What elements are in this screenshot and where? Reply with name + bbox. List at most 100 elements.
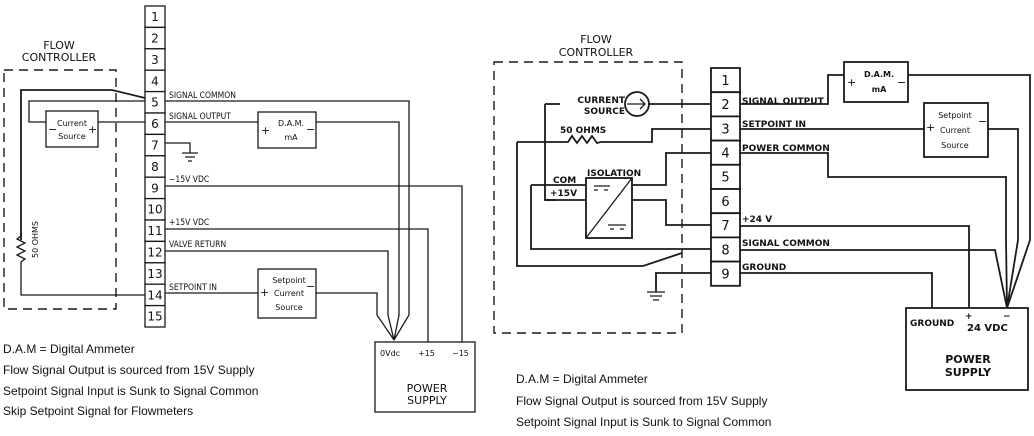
right-label-plus24: +24 V <box>742 215 772 225</box>
right-ps-line1: POWER <box>945 353 991 366</box>
left-dam-minus: − <box>306 123 315 136</box>
left-label-plus15: +15V VDC <box>169 218 209 228</box>
left-controller-boundary <box>3 69 117 310</box>
left-terminal-number: 2 <box>151 32 159 46</box>
wire-right-iso-to-4 <box>632 152 711 186</box>
right-label-ground: GROUND <box>742 263 786 273</box>
right-dam-meter <box>843 61 909 103</box>
left-ps-line2: SUPPLY <box>407 394 447 407</box>
left-dam-line2: mA <box>284 133 298 142</box>
left-ps-terminal-minus15: −15 <box>452 349 469 358</box>
wire-left-dam-to-0vdc <box>316 121 400 341</box>
right-label-signal-common: SIGNAL COMMON <box>742 239 830 249</box>
wire-right-iso-to-7 <box>632 199 711 226</box>
right-note-1: D.A.M = Digital Ammeter <box>516 372 648 386</box>
right-dam-minus: − <box>897 76 906 89</box>
right-ps-ground: GROUND <box>910 319 954 329</box>
left-setpoint-plus: + <box>260 286 269 299</box>
left-terminal-number: 1 <box>151 10 159 24</box>
left-power-supply <box>374 341 476 413</box>
left-ps-terminal-0vdc: 0Vdc <box>380 349 400 358</box>
right-isolation-title: ISOLATION <box>587 169 641 179</box>
left-terminal-number: 5 <box>151 96 159 110</box>
right-controller-boundary <box>493 61 683 334</box>
right-dam-line1: D.A.M. <box>864 70 894 79</box>
wire-left-valve-return <box>165 250 395 341</box>
left-setpoint-line2: Current <box>274 289 304 298</box>
right-isolation-com: COM <box>553 176 576 186</box>
right-setpoint-line3: Source <box>941 141 969 150</box>
left-controller-title-line1: FLOW <box>43 39 75 52</box>
left-setpoint-line1: Setpoint <box>272 276 306 285</box>
left-terminal-number: 14 <box>147 288 162 302</box>
right-ground-icon <box>647 291 665 301</box>
wire-left-cs-minus-to-5 <box>28 100 145 123</box>
left-dam-meter <box>257 111 317 149</box>
right-note-2: Flow Signal Output is sourced from 15V S… <box>516 394 768 408</box>
right-terminal-number: 1 <box>721 74 729 89</box>
right-terminal-3 <box>710 115 741 142</box>
right-resistor-wire <box>517 128 711 145</box>
right-power-supply <box>905 307 1029 391</box>
left-terminal-number: 4 <box>151 74 159 88</box>
right-label-signal-output: SIGNAL OUTPUT <box>742 97 825 107</box>
right-terminal-number: 8 <box>721 243 729 258</box>
right-isolation-plus15: +15V <box>550 189 577 199</box>
right-note-3: Setpoint Signal Input is Sunk to Signal … <box>516 415 772 429</box>
wire-right-signal-output-to-dam <box>740 74 844 105</box>
left-terminal-number: 13 <box>147 267 162 281</box>
right-setpoint-minus: − <box>978 115 987 128</box>
left-dam-line1: D.A.M. <box>278 119 304 128</box>
left-setpoint-minus: − <box>306 280 315 293</box>
wire-right-power-common <box>740 152 1008 309</box>
left-terminal-number: 12 <box>147 246 162 260</box>
right-setpoint-line2: Current <box>940 126 970 135</box>
left-setpoint-source <box>257 268 317 319</box>
right-terminal-number: 2 <box>721 98 729 113</box>
left-current-source-line1: Current <box>57 119 87 128</box>
right-resistor-label: 50 OHMS <box>560 126 606 136</box>
left-resistor-label: 50 OHMS <box>31 221 40 258</box>
left-label-setpoint-in: SETPOINT IN <box>169 283 217 293</box>
wire-right-pin9-ground <box>655 272 711 292</box>
wire-left-resistor-to-14 <box>20 266 145 296</box>
wire-left-pin7-ground <box>165 142 191 153</box>
left-note-1: D.A.M = Digital Ammeter <box>3 342 135 356</box>
wire-left-setpoint-to-0vdc <box>316 292 395 341</box>
wire-left-resistor-to-5 <box>20 89 146 240</box>
right-label-power-common: POWER COMMON <box>742 144 830 154</box>
wire-right-com-to-8 <box>530 185 711 250</box>
wire-left-minus15 <box>165 185 463 342</box>
right-controller-title-line1: FLOW <box>580 33 612 46</box>
wire-right-dam-to-minus <box>908 74 1031 309</box>
right-terminal-number: 6 <box>721 195 729 210</box>
wire-right-setpoint-to-minus <box>988 128 1019 309</box>
left-label-signal-output: SIGNAL OUTPUT <box>169 112 231 122</box>
right-isolation-dc-in-icon <box>594 185 610 191</box>
right-ps-plus: + <box>965 312 973 322</box>
left-current-source <box>45 110 99 148</box>
left-ps-line1: POWER <box>407 382 448 395</box>
right-isolation-dc-out-icon <box>608 224 626 230</box>
left-terminal-number: 7 <box>151 139 159 153</box>
right-label-setpoint-in: SETPOINT IN <box>742 120 806 130</box>
right-setpoint-source <box>923 102 989 158</box>
right-terminal-number: 3 <box>721 122 729 137</box>
wire-right-plus24 <box>740 225 970 308</box>
left-current-source-line2: Source <box>58 132 86 141</box>
right-setpoint-line1: Setpoint <box>938 111 972 120</box>
wire-right-signal-common <box>740 249 1008 309</box>
wire-left-signal-common <box>165 100 410 341</box>
left-terminal-number: 9 <box>151 181 159 195</box>
right-ps-minus: − <box>1003 312 1011 322</box>
wire-left-plus15 <box>165 228 429 342</box>
left-terminal-number: 3 <box>151 53 159 67</box>
right-terminal-number: 5 <box>721 171 729 186</box>
left-label-minus15: −15V VDC <box>169 175 209 185</box>
left-current-source-plus: + <box>88 123 97 136</box>
right-terminal-number: 9 <box>721 268 729 283</box>
